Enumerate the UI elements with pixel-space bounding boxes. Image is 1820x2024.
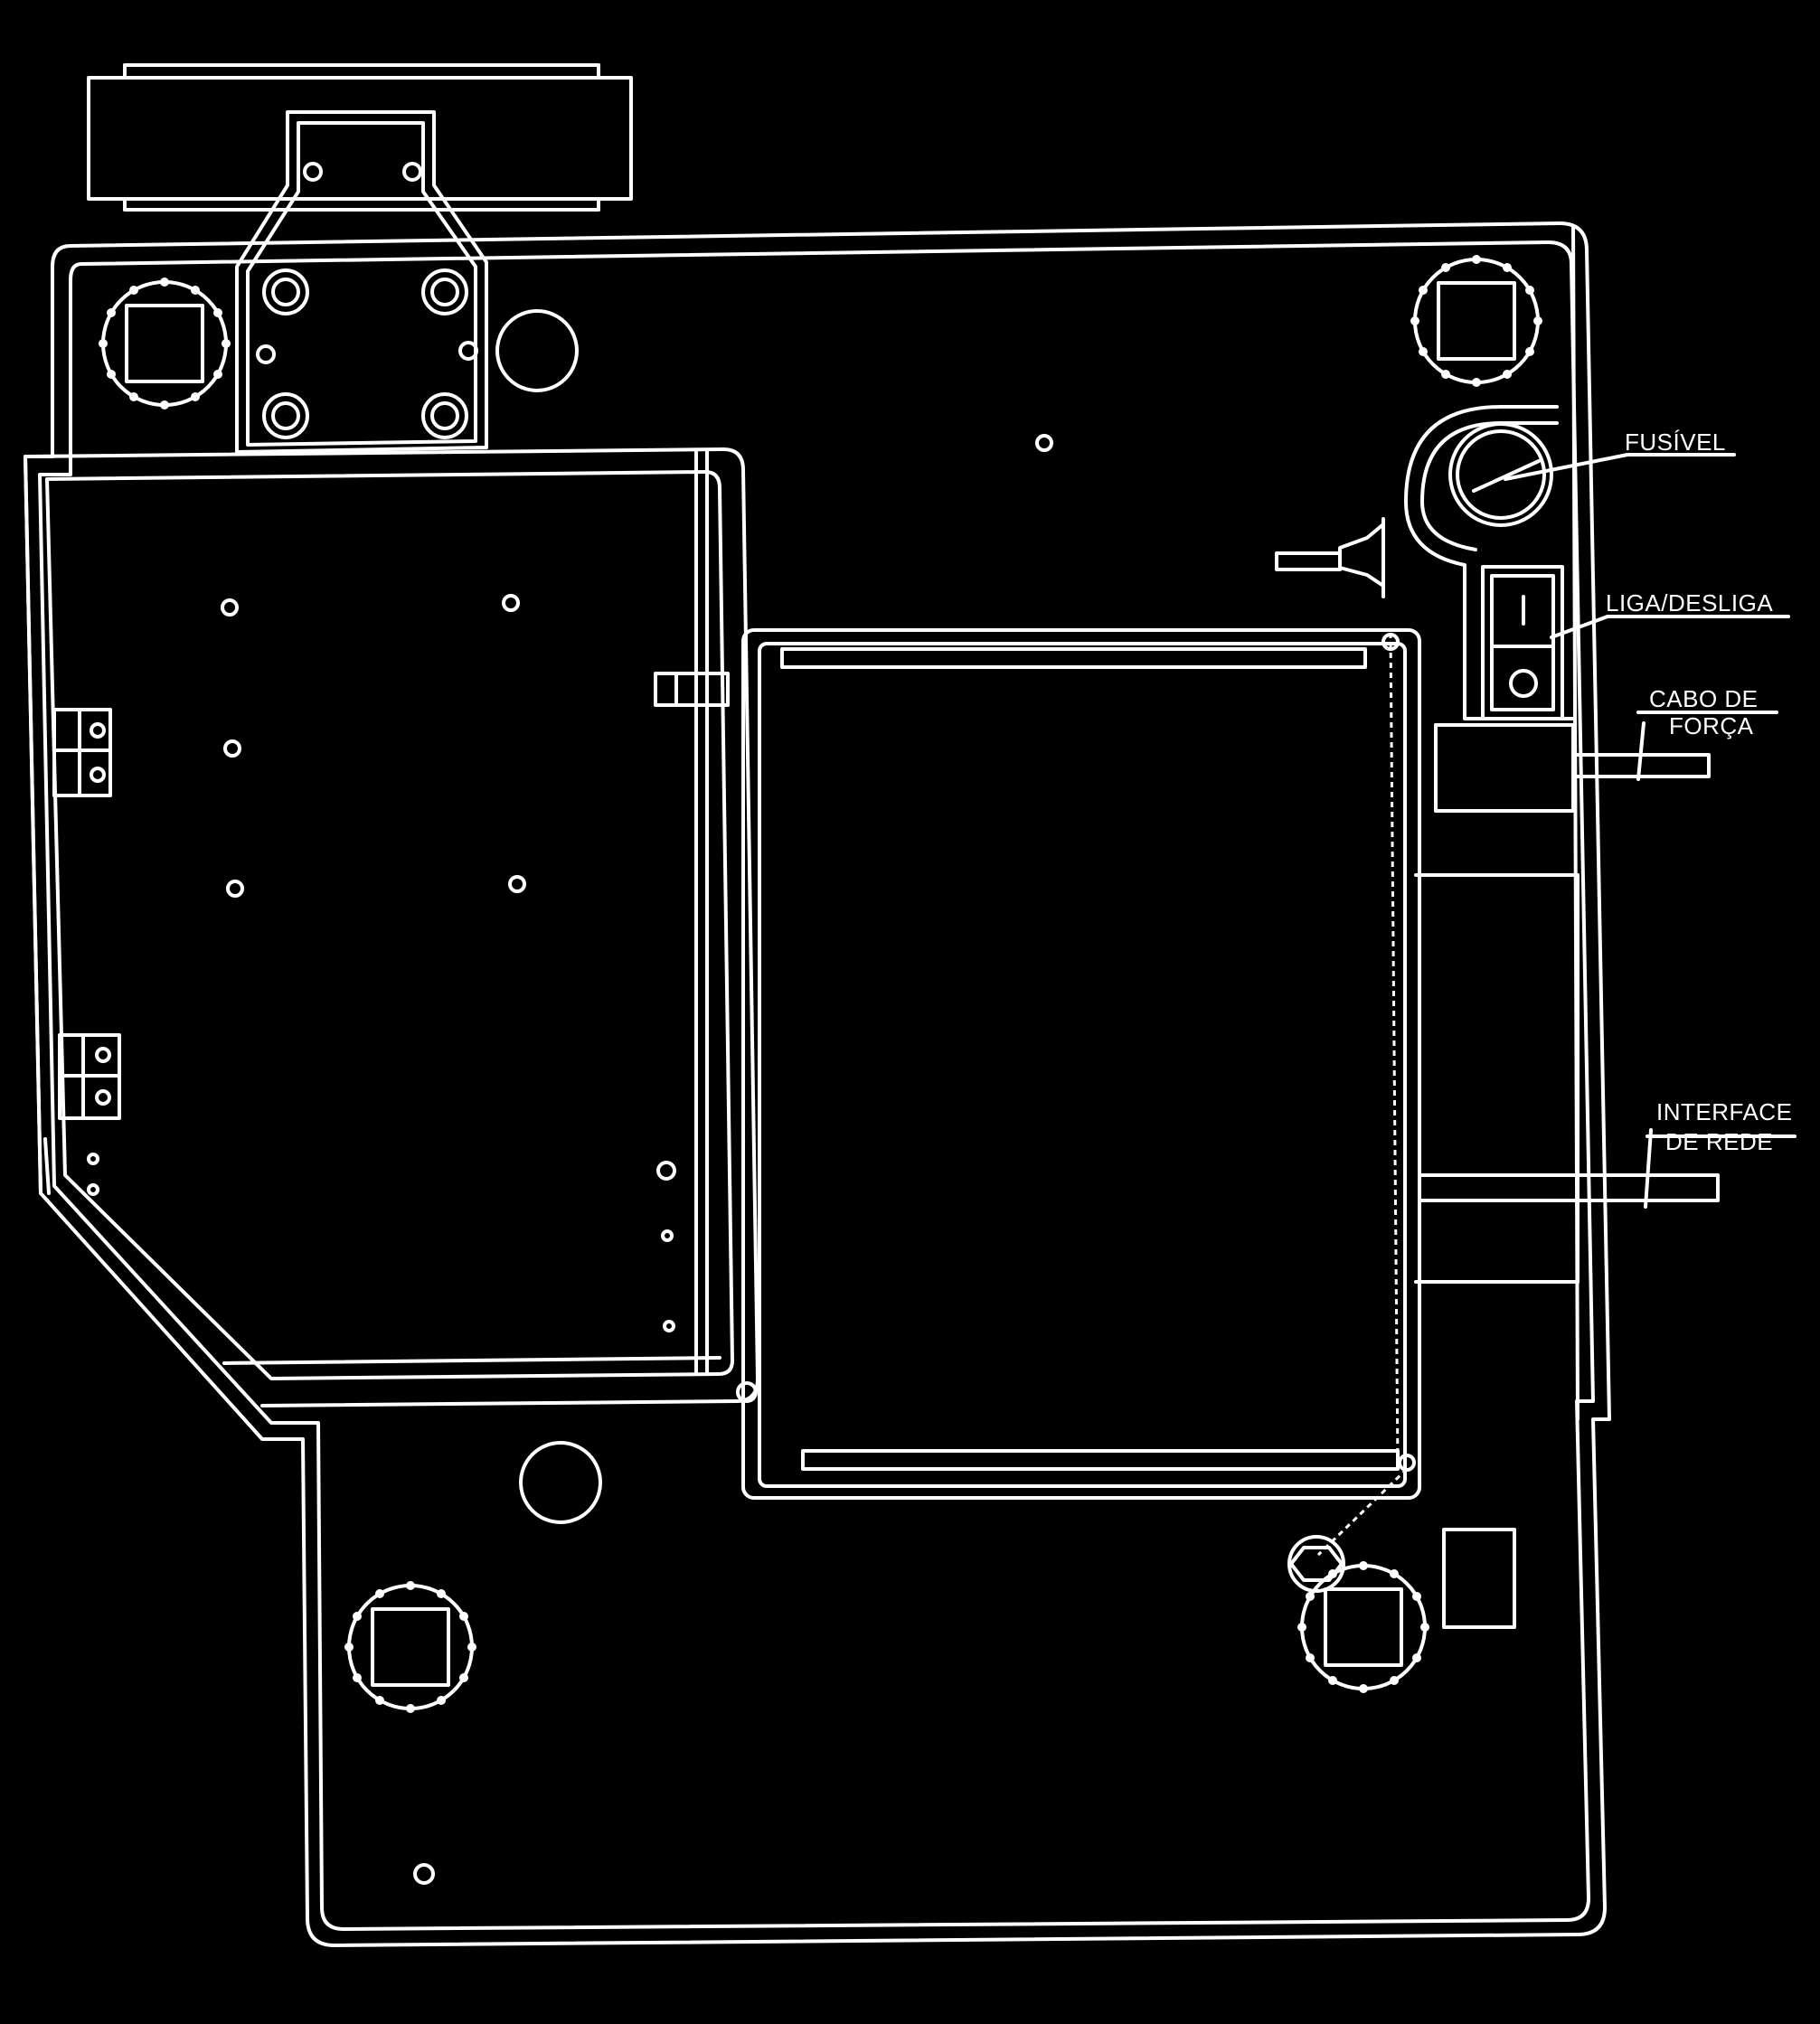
power-cable-label-line2: FORÇA: [1669, 712, 1754, 739]
housing-outline-inner: [38, 240, 1595, 1931]
top-connector: [87, 63, 633, 212]
label-plate: [1442, 1528, 1516, 1629]
round-opening-bottom: [519, 1441, 602, 1524]
leader-lines: [1504, 453, 1796, 1138]
power-switch: [1481, 565, 1564, 720]
power-inlet: [1434, 721, 1711, 813]
rubber-foot-top-left: [99, 278, 231, 410]
housing-outline-outer: [24, 221, 1611, 1947]
sensor-probe: [1275, 517, 1385, 598]
mounting-bracket: [235, 110, 488, 454]
power-switch-label: LIGA/DESLIGA: [1606, 589, 1773, 617]
round-opening-top: [495, 309, 579, 392]
center-compartment: [741, 517, 1421, 1593]
network-interface-label-line1: INTERFACE: [1656, 1098, 1792, 1125]
network-interface-label-line2: DE REDE: [1665, 1128, 1773, 1155]
fuse-label: FUSÍVEL: [1625, 428, 1726, 456]
power-cable-label-line1: CABO DE: [1649, 685, 1759, 712]
screw-hole-bottom: [413, 1863, 435, 1885]
network-interface: [1414, 224, 1720, 1421]
left-panel-cover: [24, 447, 759, 1407]
rubber-foot-top-right: [1410, 255, 1542, 387]
screw-hole: [1035, 434, 1053, 452]
fuse-holder: [1404, 405, 1575, 720]
rubber-foot-bottom-left: [344, 1581, 476, 1713]
